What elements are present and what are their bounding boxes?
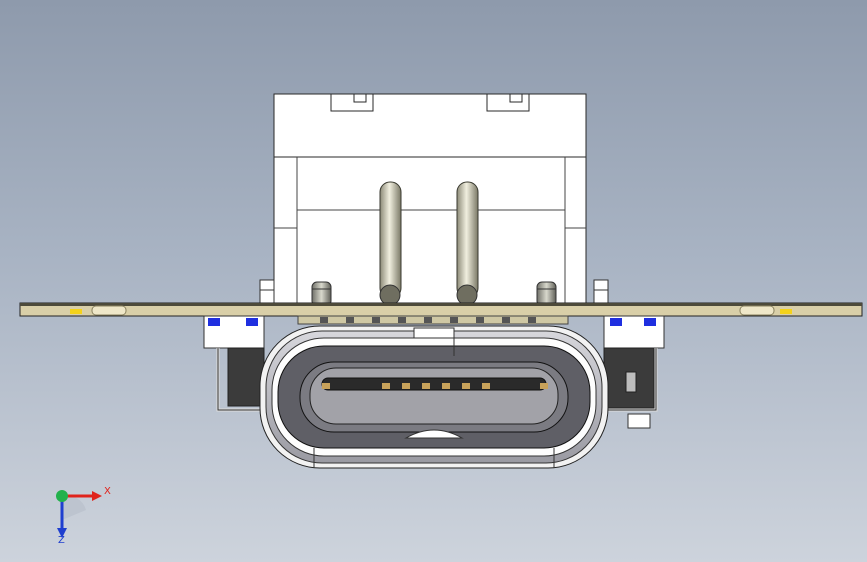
z-axis-label: Z [58, 535, 65, 546]
signal-pin-left [379, 181, 402, 306]
housing-clip-left [259, 279, 275, 305]
x-axis-arrowhead [92, 491, 102, 501]
housing-clip-right [593, 279, 609, 305]
contact-row [297, 315, 569, 325]
mount-post-right [536, 281, 557, 307]
y-axis-dot [56, 490, 68, 502]
axis-arrows [56, 490, 102, 538]
coordinate-triad: X Z [44, 478, 124, 548]
axis-plane-icon [62, 495, 86, 520]
usb-c-port-opening[interactable] [299, 361, 569, 433]
shield-bracket-right[interactable] [603, 315, 665, 429]
x-axis-label: X [104, 486, 111, 497]
upper-housing[interactable] [273, 93, 587, 304]
shield-bracket-left[interactable] [203, 315, 266, 412]
center-latch [404, 327, 464, 439]
mount-post-left [311, 281, 332, 307]
signal-pin-right [456, 181, 479, 306]
z-axis-arrowhead [57, 528, 67, 538]
pcb-board[interactable] [19, 302, 863, 317]
tongue-contacts [322, 383, 548, 389]
